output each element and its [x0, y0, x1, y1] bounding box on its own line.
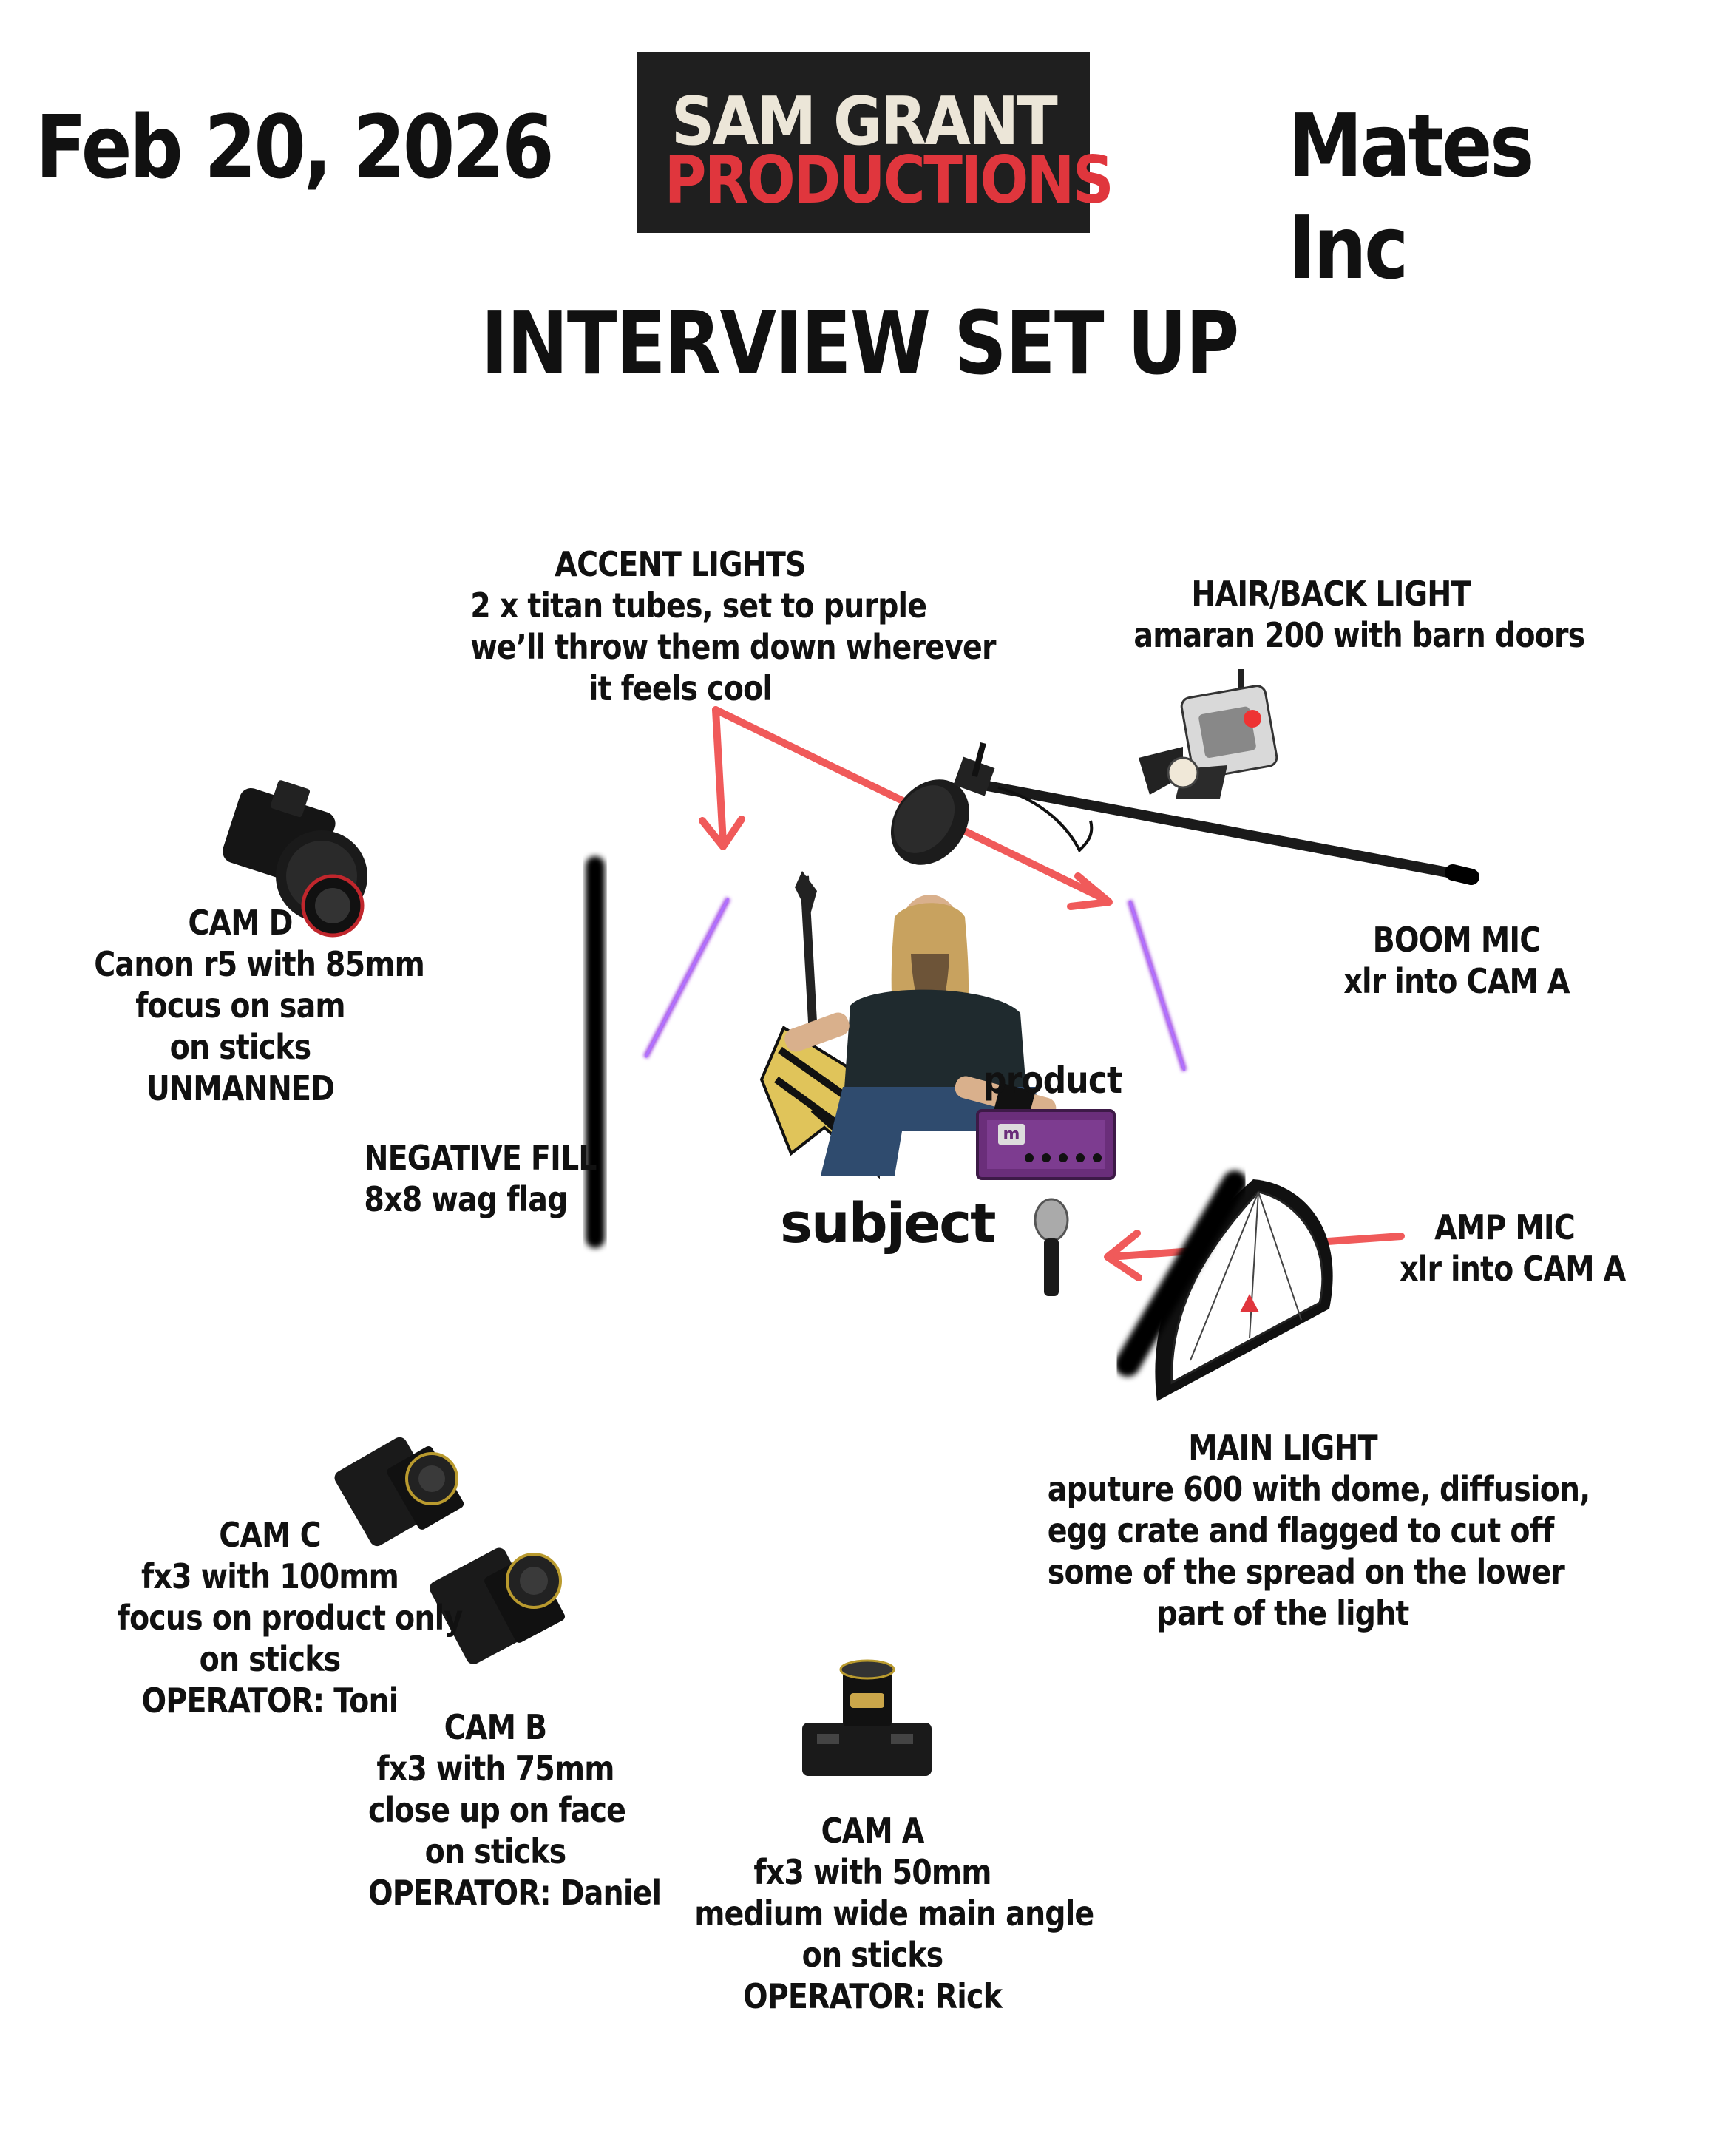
label-line: xlr into CAM A: [1400, 1249, 1626, 1289]
hair-light-icon: [1139, 669, 1278, 799]
tube-right-core: [1128, 900, 1186, 1071]
tube-left-core: [644, 898, 730, 1058]
label-line: CAM C: [219, 1515, 321, 1555]
negative-fill-flag: [586, 856, 605, 1248]
cam-a-label: CAM A fx3 with 50mm medium wide main ang…: [694, 1810, 1094, 2017]
label-line: ACCENT LIGHTS: [555, 544, 806, 584]
logo-line-1: SAM GRANT: [671, 83, 1058, 160]
boom-mic-icon: [890, 742, 1479, 885]
cam-b-label: CAM B fx3 with 75mm close up on face on …: [368, 1706, 662, 1913]
negative-fill-label: NEGATIVE FILL 8x8 wag flag: [364, 1137, 597, 1220]
label-line: Canon r5 with 85mm: [94, 944, 425, 984]
accent-lights-label: ACCENT LIGHTS 2 x titan tubes, set to pu…: [470, 543, 996, 709]
cam-d-label: CAM D Canon r5 with 85mm focus on sam on…: [94, 902, 425, 1109]
label-line: HAIR/BACK LIGHT: [1191, 574, 1471, 614]
cam-d-camera-icon: [223, 780, 367, 938]
cam-b-camera-icon: [430, 1547, 566, 1664]
cam-a-camera-icon: [802, 1659, 932, 1776]
label-line: 8x8 wag flag: [364, 1179, 568, 1219]
boom-mic-label: BOOM MIC xlr into CAM A: [1342, 919, 1571, 1002]
subject-label: subject: [780, 1192, 996, 1255]
svg-text:m: m: [1003, 1125, 1020, 1144]
label-line: on sticks: [424, 1831, 567, 1871]
label-line: NEGATIVE FILL: [364, 1138, 597, 1178]
date-label: Feb 20, 2026: [35, 96, 555, 198]
softbox-icon: [1115, 1170, 1333, 1401]
label-line: on sticks: [801, 1935, 944, 1975]
cam-c-camera-icon: [334, 1437, 464, 1547]
label-line: UNMANNED: [146, 1068, 335, 1108]
label-line: AMP MIC: [1434, 1207, 1576, 1247]
label-line: focus on product only: [117, 1598, 464, 1638]
label-line: we’ll throw them down wherever: [470, 627, 996, 667]
label-line: OPERATOR: Toni: [141, 1681, 399, 1721]
label-line: focus on sam: [135, 986, 345, 1026]
label-line: fx3 with 75mm: [376, 1749, 614, 1789]
main-light-label: MAIN LIGHT aputure 600 with dome, diffus…: [1047, 1427, 1590, 1634]
label-line: it feels cool: [588, 668, 773, 708]
company-logo: SAM GRANT PRODUCTIONS: [637, 52, 1114, 233]
label-line: CAM D: [188, 903, 293, 943]
amp-mic-label: AMP MIC xlr into CAM A: [1400, 1207, 1626, 1289]
label-line: some of the spread on the lower: [1047, 1552, 1565, 1592]
label-line: aputure 600 with dome, diffusion,: [1047, 1469, 1590, 1509]
product-label: product: [983, 1059, 1122, 1102]
page-title: INTERVIEW SET UP: [481, 292, 1239, 394]
label-line: amaran 200 with barn doors: [1133, 615, 1585, 655]
label-line: BOOM MIC: [1372, 920, 1542, 960]
label-line: medium wide main angle: [694, 1894, 1094, 1933]
amp-mic-icon: [1034, 1198, 1069, 1296]
label-line: fx3 with 100mm: [141, 1556, 399, 1596]
logo-line-2: PRODUCTIONS: [664, 142, 1114, 218]
hair-light-label: HAIR/BACK LIGHT amaran 200 with barn doo…: [1133, 573, 1585, 656]
label-line: part of the light: [1156, 1593, 1410, 1633]
cam-c-label: CAM C fx3 with 100mm focus on product on…: [117, 1514, 464, 1721]
label-line: MAIN LIGHT: [1188, 1428, 1377, 1468]
label-line: CAM A: [821, 1811, 924, 1851]
label-line: close up on face: [368, 1790, 626, 1830]
label-line: 2 x titan tubes, set to purple: [470, 586, 927, 626]
label-line: OPERATOR: Rick: [742, 1976, 1003, 2016]
label-line: fx3 with 50mm: [753, 1852, 991, 1892]
label-line: xlr into CAM A: [1343, 961, 1570, 1001]
client-label: Mates Inc: [1288, 95, 1534, 299]
label-line: OPERATOR: Daniel: [368, 1873, 662, 1913]
label-line: on sticks: [169, 1027, 312, 1067]
label-line: CAM B: [444, 1707, 548, 1747]
amp-icon: m: [976, 1109, 1116, 1180]
label-line: on sticks: [199, 1639, 342, 1679]
label-line: egg crate and flagged to cut off: [1047, 1511, 1554, 1550]
